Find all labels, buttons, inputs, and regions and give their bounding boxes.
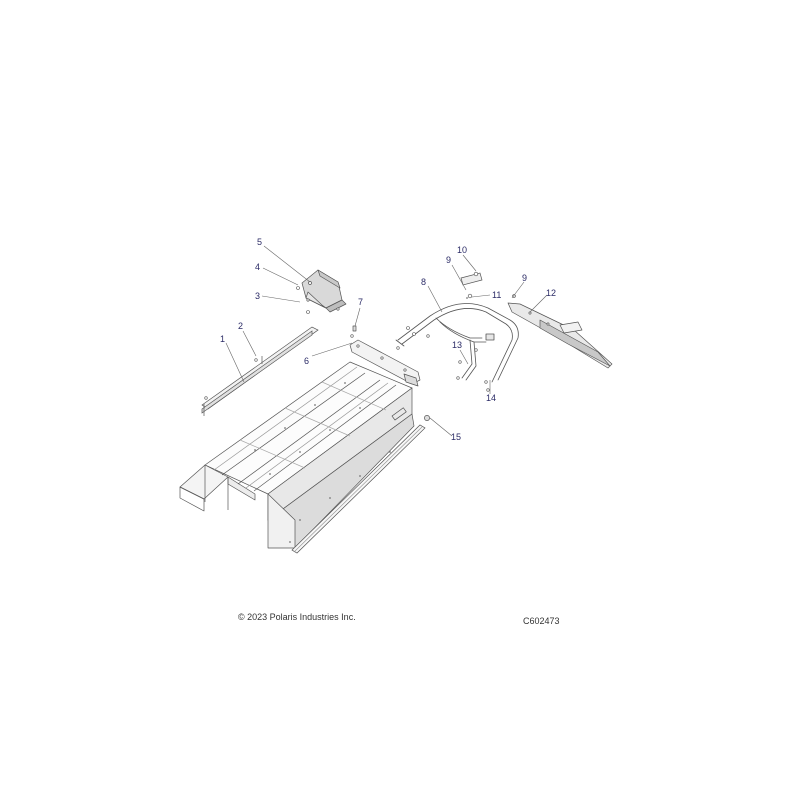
callout-11: 11 [492, 290, 501, 300]
storage-bin-part-5 [301, 269, 347, 313]
callout-3: 3 [255, 291, 260, 301]
callout-6: 6 [304, 356, 309, 366]
callout-12: 12 [546, 288, 556, 298]
callout-10: 10 [457, 245, 467, 255]
side-panel-part-12 [507, 294, 613, 369]
copyright-notice: © 2023 Polaris Industries Inc. [238, 612, 356, 622]
callout-5: 5 [257, 237, 262, 247]
clamp-part-10 [460, 271, 483, 299]
callout-15: 15 [451, 432, 461, 442]
callout-8: 8 [421, 277, 426, 287]
cargo-box-part [179, 361, 415, 549]
callout-14: 14 [486, 393, 496, 403]
fastener-hardware [204, 286, 490, 400]
callout-7: 7 [358, 297, 363, 307]
callout-4: 4 [255, 262, 260, 272]
callout-9b: 9 [522, 273, 527, 283]
bracket-part-6 [349, 325, 421, 387]
rail-strip-part-1 [201, 326, 319, 416]
tube-rail-part-8 [395, 303, 519, 383]
callout-13: 13 [452, 340, 462, 350]
leader-lines [225, 245, 548, 437]
callout-labels: 1 2 3 4 5 6 7 8 9 10 11 9 12 13 14 15 [220, 237, 556, 442]
figure-code: C602473 [523, 616, 560, 626]
callout-2: 2 [238, 321, 243, 331]
callout-1: 1 [220, 334, 225, 344]
callout-9a: 9 [446, 255, 451, 265]
side-rail-part-15 [291, 415, 430, 554]
